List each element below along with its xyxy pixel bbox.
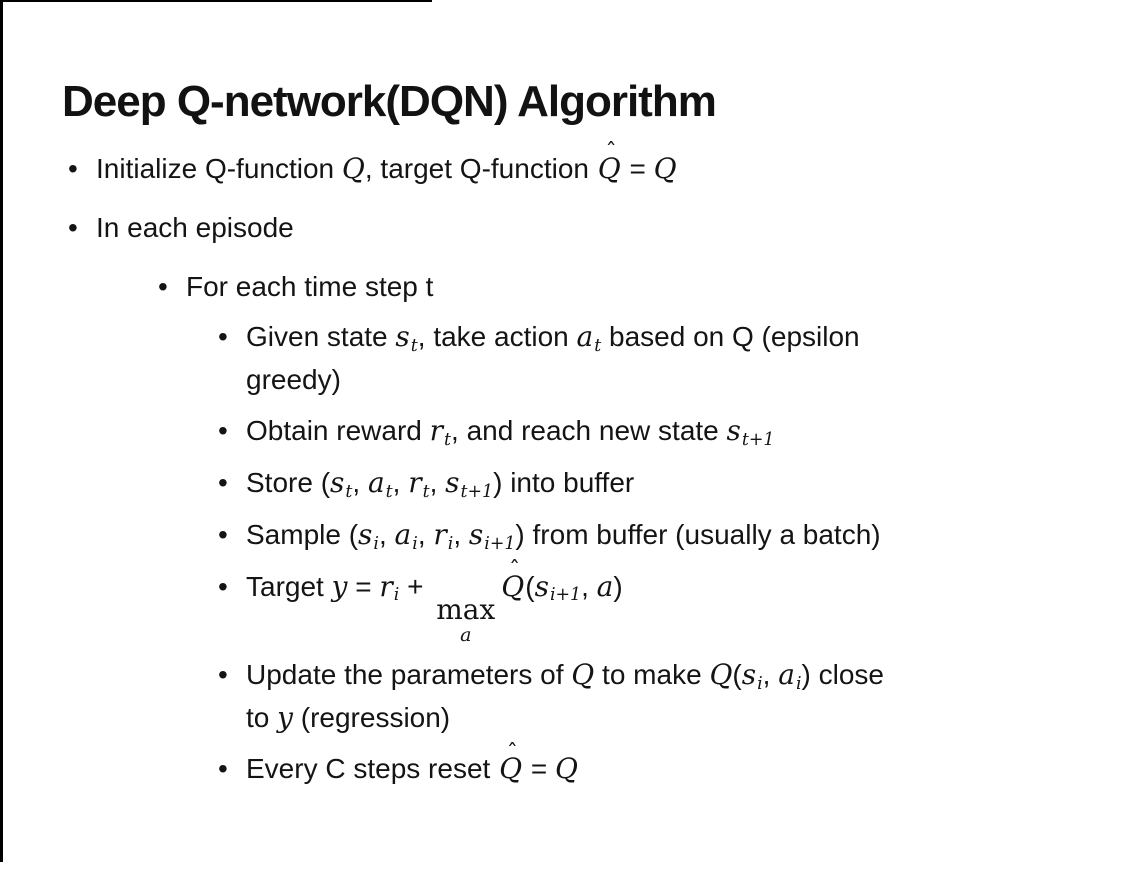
bullet-text: Obtain reward rt, and reach new state st… <box>246 413 775 450</box>
bullet-text: Initialize Q-function Q, target Q-functi… <box>96 139 1094 190</box>
math-variable: ai <box>394 517 418 554</box>
bullet-item-level-3: • Sample (si, ai, ri, si+1) from buffer (… <box>218 514 1094 557</box>
bullet-item-level-1: • In each episode <box>68 207 1094 249</box>
slide-title: Deep Q-network(DQN) Algorithm <box>62 77 717 127</box>
bullet-marker: • <box>158 271 168 302</box>
slide-border-top <box>0 0 432 2</box>
bullet-item-level-3: • Update the parameters of Q to make Q(si… <box>218 654 1094 739</box>
math-variable: si+1 <box>468 517 516 554</box>
math-variable: y <box>331 569 348 603</box>
bullet-marker: • <box>68 212 78 243</box>
math-variable: si <box>358 517 379 554</box>
bullet-item-level-3: • Obtain reward rt, and reach new state s… <box>218 410 1094 453</box>
math-variable: ai <box>778 658 802 695</box>
math-variable: Q <box>709 658 733 692</box>
math-variable: a <box>596 569 614 603</box>
bullet-text: For each time step t <box>186 271 434 302</box>
math-variable: Q <box>571 658 595 692</box>
bullet-text: In each episode <box>96 212 294 243</box>
bullet-item-level-3: • Store (st, at, rt, st+1) into buffer <box>218 462 1094 505</box>
math-variable: ri <box>379 569 400 606</box>
bullet-marker: • <box>218 321 228 352</box>
bullet-item-level-3: •Given state st, take action at based on… <box>218 316 1094 401</box>
bullet-text: Update the parameters of Q to make Q(si,… <box>246 658 884 735</box>
bullet-marker: • <box>218 414 228 446</box>
math-variable: st <box>395 320 418 356</box>
bullet-text: Sample (si, ai, ri, si+1) from buffer (u… <box>246 517 881 554</box>
math-variable: y <box>277 701 293 735</box>
slide-border-left <box>0 0 3 862</box>
math-variable: st+1 <box>445 465 494 502</box>
math-variable: rt <box>408 465 430 502</box>
bullet-list: • Initialize Q-function Q, target Q-funct… <box>68 139 1094 799</box>
math-variable: si+1 <box>534 569 582 606</box>
math-variable: at <box>367 465 393 502</box>
bullet-item-level-2: • For each time step t <box>158 266 1094 308</box>
bullet-text: Given state st, take action at based on … <box>246 320 860 395</box>
math-variable: Q <box>653 152 677 185</box>
math-variable: ri <box>433 517 454 554</box>
bullet-marker: • <box>68 153 78 184</box>
bullet-text: Store (st, at, rt, st+1) into buffer <box>246 465 635 502</box>
math-variable: rt <box>429 413 452 450</box>
bullet-marker: • <box>218 466 228 498</box>
math-variable: at <box>576 320 602 356</box>
bullet-marker: • <box>218 570 228 602</box>
bullet-item-level-1: • Initialize Q-function Q, target Q-funct… <box>68 139 1094 190</box>
math-variable: Q <box>554 752 578 786</box>
math-variable: si <box>741 658 763 695</box>
math-variable: st <box>330 465 353 502</box>
bullet-marker: • <box>218 753 228 785</box>
math-variable: Q <box>341 152 365 185</box>
bullet-marker: • <box>218 659 228 691</box>
math-variable: st+1 <box>726 413 775 450</box>
bullet-marker: • <box>218 518 228 550</box>
